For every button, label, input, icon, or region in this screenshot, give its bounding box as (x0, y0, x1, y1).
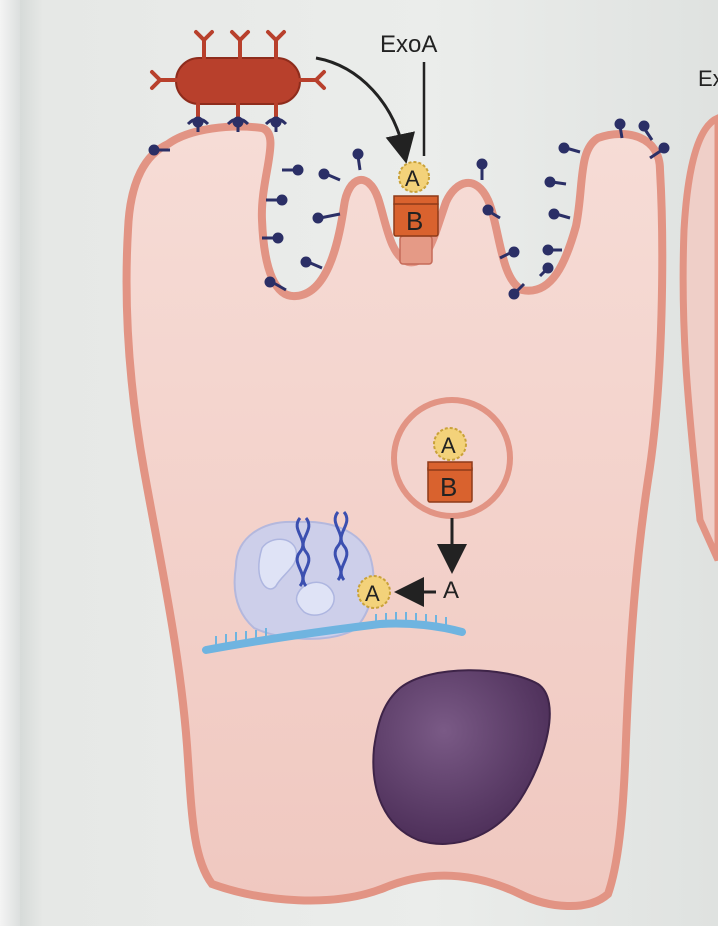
surface-a-label: A (405, 166, 420, 191)
surface-toxin: B A (394, 162, 438, 264)
neighbor-exo-label: Ex (698, 66, 718, 91)
bacterium (152, 32, 324, 132)
free-a-label: A (443, 577, 459, 604)
exoA-label: ExoA (380, 31, 437, 58)
ribosome-a-label: A (365, 581, 380, 606)
ribosome-bound-a: A (358, 576, 390, 608)
secretion-arrow (316, 58, 404, 152)
endosome-a-label: A (441, 433, 456, 458)
neighbor-cell (683, 118, 718, 560)
endosome-b-label: B (440, 472, 457, 502)
surface-b-label: B (406, 206, 423, 236)
